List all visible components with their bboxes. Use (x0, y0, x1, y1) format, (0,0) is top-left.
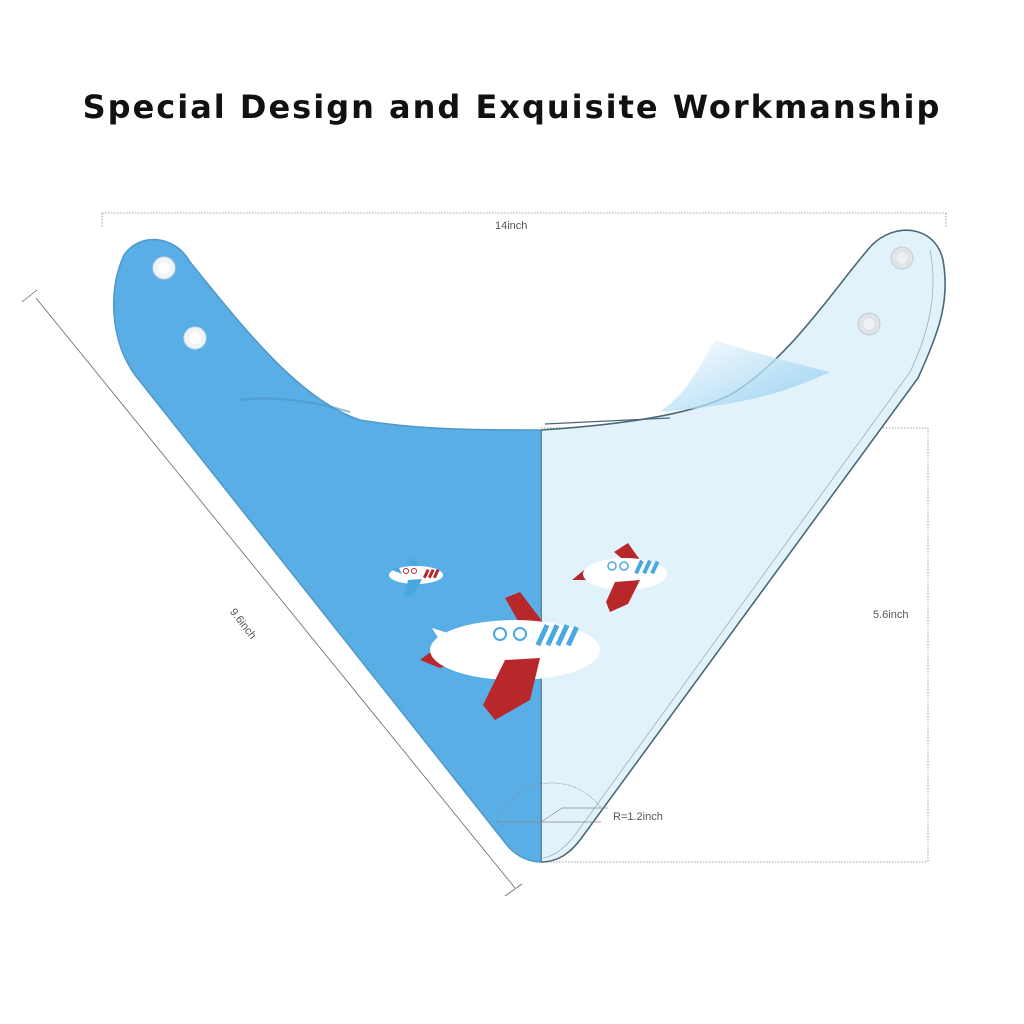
bib-front (112, 239, 541, 863)
radius-indicator (495, 782, 608, 823)
snap-button-icon (857, 312, 881, 336)
width-dimension-label: 14inch (495, 220, 528, 232)
snap-button-icon (890, 246, 914, 270)
bib-back (541, 229, 946, 863)
snap-button-icon (152, 256, 176, 280)
airplane-icon (389, 558, 443, 598)
radius-dimension-label: R=1.2inch (613, 811, 663, 823)
snap-button-icon (183, 326, 207, 350)
side-dimension-line (21, 289, 523, 897)
airplane-icon (572, 543, 667, 612)
height-dimension-label: 5.6inch (873, 609, 909, 621)
page-title: Special Design and Exquisite Workmanship (82, 88, 942, 126)
bib-back-inner-edge (542, 249, 934, 859)
width-dimension-line (101, 212, 947, 228)
airplane-icon (420, 592, 600, 720)
